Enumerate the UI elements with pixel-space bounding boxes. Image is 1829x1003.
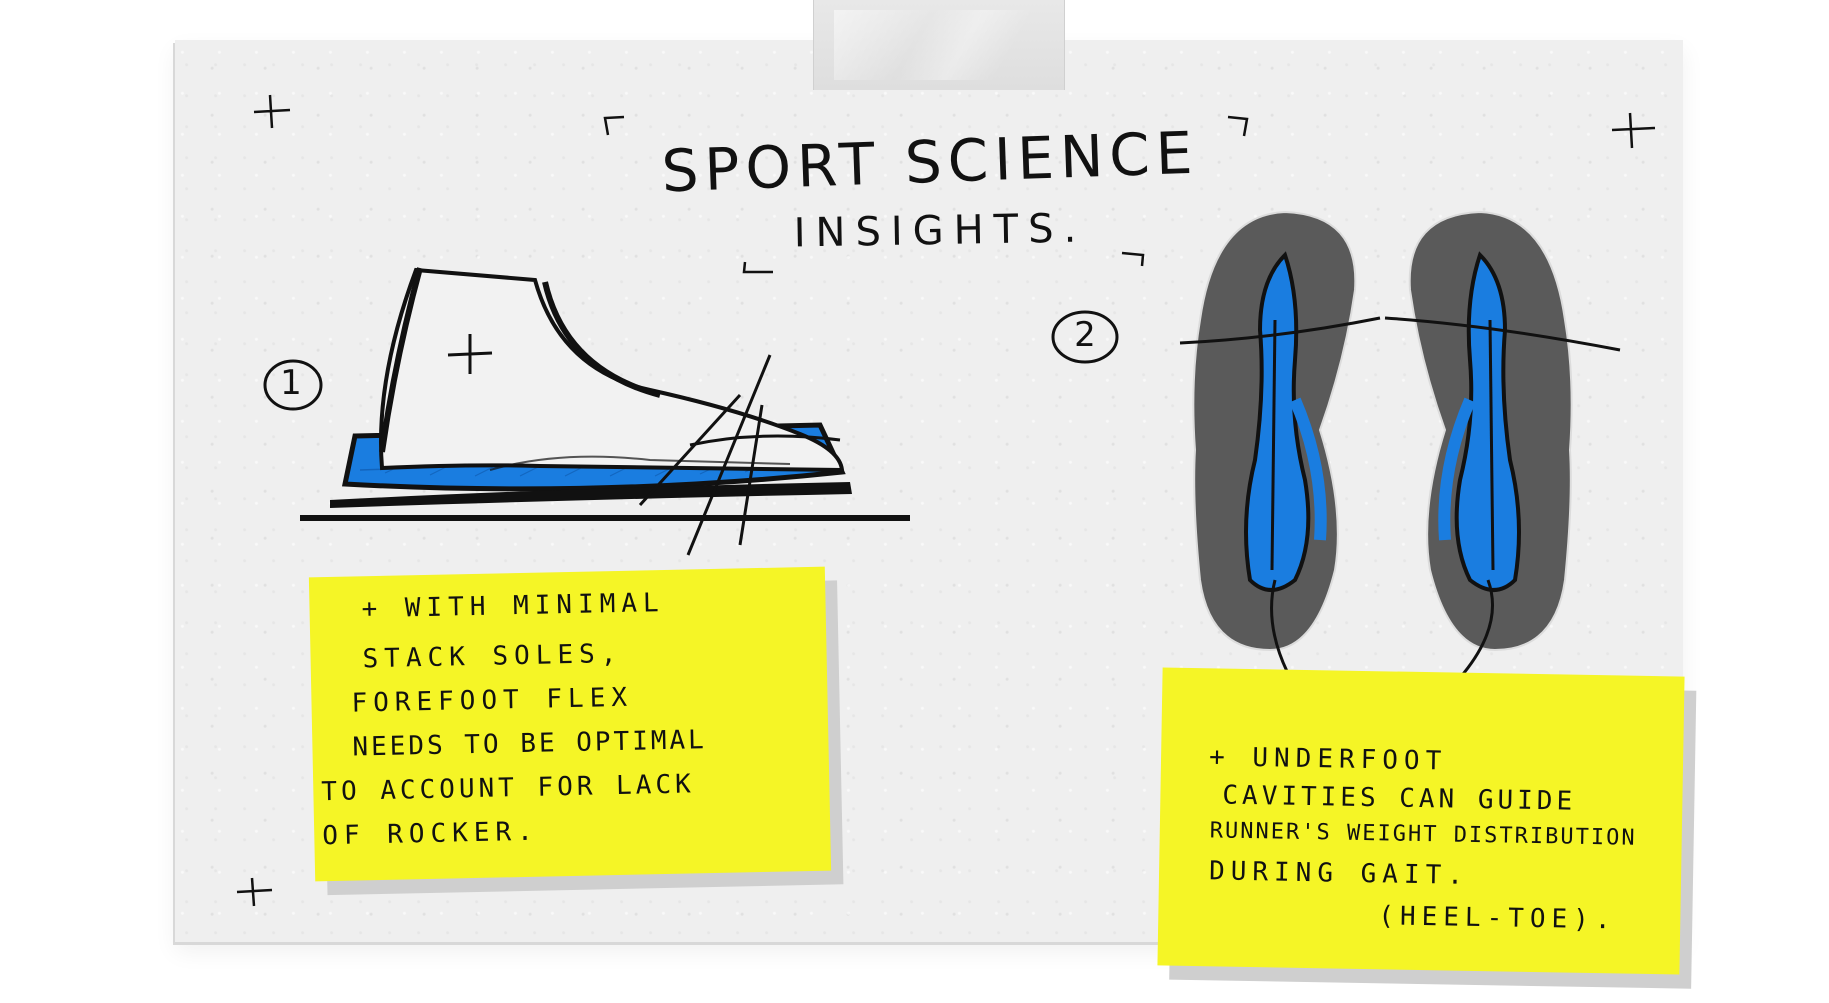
note-left-line-3: FOREFOOT FLEX <box>351 682 634 719</box>
note-right-line-5: (HEEL-TOE). <box>1378 901 1617 936</box>
note-right-line-4: DURING GAIT. <box>1208 856 1470 891</box>
left-outsole-sketch <box>1179 210 1381 711</box>
step-circles <box>263 310 1119 411</box>
title-brackets <box>603 115 1249 274</box>
sticky-note-left: + WITH MINIMAL STACK SOLES, FOREFOOT FLE… <box>308 566 832 882</box>
note-left-line-4: NEEDS TO BE OPTIMAL <box>352 725 708 763</box>
step-2-label: 2 <box>1074 315 1096 355</box>
note-right-line-2: CAVITIES CAN GUIDE <box>1222 780 1577 817</box>
note-left-line-2: STACK SOLES, <box>362 638 623 675</box>
corner-crosshair-marks <box>236 94 1656 907</box>
note-right-line-3: RUNNER'S WEIGHT DISTRIBUTION <box>1209 818 1637 851</box>
side-shoe-sketch <box>300 267 910 556</box>
tape-strip <box>813 0 1065 90</box>
note-right-line-1: + UNDERFOOT <box>1208 742 1448 777</box>
title-line-2: INSIGHTS. <box>793 205 1087 257</box>
right-outsole-sketch <box>1384 210 1621 714</box>
note-left-line-6: OF ROCKER. <box>321 816 540 852</box>
note-left-line-5: TO ACCOUNT FOR LACK <box>321 769 696 808</box>
sticky-note-right: + UNDERFOOT CAVITIES CAN GUIDE RUNNER'S … <box>1157 667 1685 975</box>
step-1-label: 1 <box>280 363 302 403</box>
note-left-line-1: + WITH MINIMAL <box>361 587 665 625</box>
